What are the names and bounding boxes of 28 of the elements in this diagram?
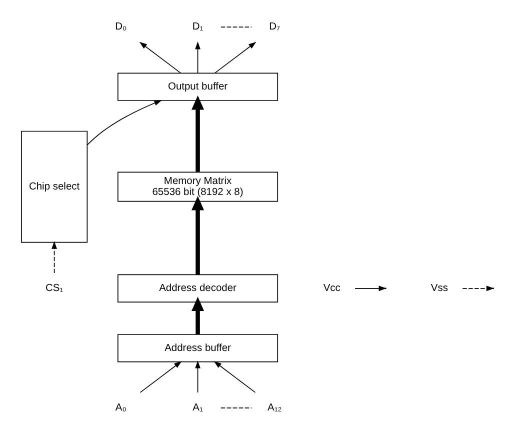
connector bbox=[220, 26, 252, 28]
node-box: Address buffer bbox=[117, 334, 278, 362]
arrow bbox=[462, 286, 494, 292]
arrow bbox=[51, 241, 56, 274]
node-text: D₀ bbox=[114, 22, 126, 33]
node-box: Output buffer bbox=[117, 72, 278, 101]
arrow bbox=[194, 360, 200, 393]
arrow bbox=[214, 42, 256, 74]
node-text: A₁₂ bbox=[267, 402, 282, 414]
arrow bbox=[139, 361, 182, 393]
node-text: Vcc bbox=[322, 283, 340, 294]
arrow bbox=[194, 42, 200, 74]
arrow bbox=[191, 95, 204, 172]
arrow bbox=[191, 296, 204, 334]
node-text: D₁ bbox=[192, 22, 203, 33]
arrow bbox=[213, 361, 256, 393]
node-text: A₀ bbox=[114, 402, 126, 414]
node-text: D₇ bbox=[268, 22, 280, 33]
node-box: Chip select bbox=[20, 130, 88, 243]
node-text: CS₁ bbox=[44, 283, 63, 294]
arrow bbox=[354, 286, 386, 292]
node-box: Address decoder bbox=[117, 274, 278, 302]
node-text: A₁ bbox=[192, 402, 202, 414]
arrow bbox=[138, 42, 181, 74]
arrow bbox=[191, 196, 204, 274]
node-box: Memory Matrix 65536 bit (8192 x 8) bbox=[117, 172, 278, 202]
arrow bbox=[86, 100, 162, 146]
node-text: Vss bbox=[430, 283, 448, 294]
